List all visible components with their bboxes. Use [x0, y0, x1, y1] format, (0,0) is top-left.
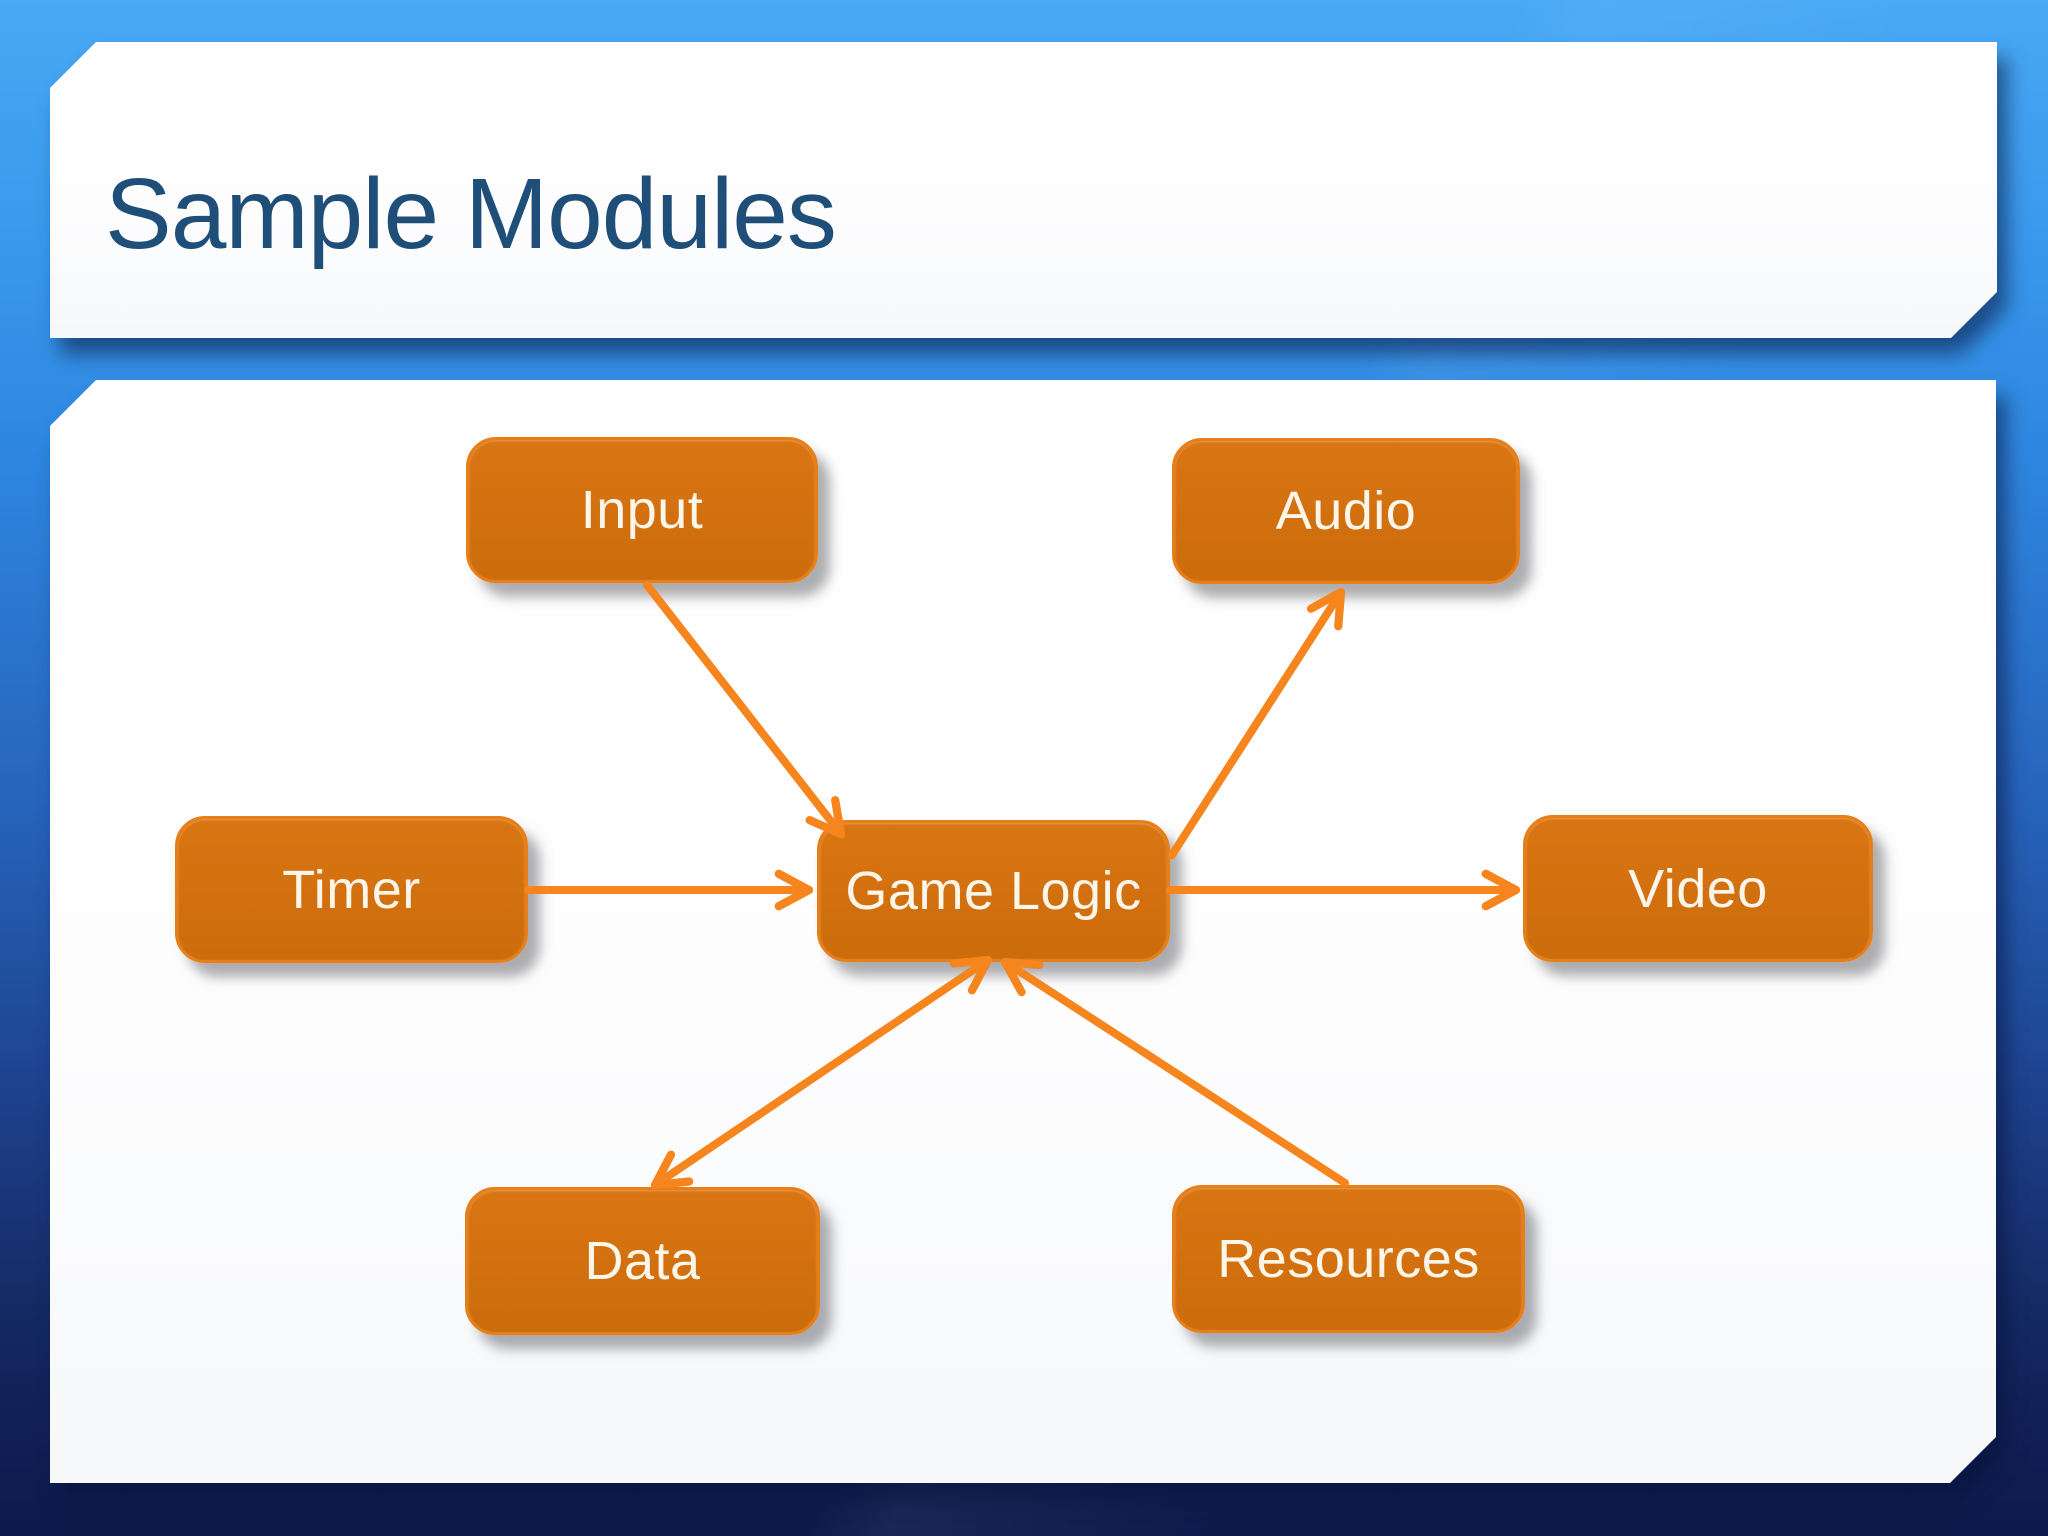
- title-bar: [50, 42, 1997, 338]
- page-title: Sample Modules: [105, 158, 837, 270]
- node-label-audio: Audio: [1275, 481, 1417, 541]
- node-label-video: Video: [1628, 858, 1768, 919]
- node-label-data: Data: [584, 1231, 701, 1291]
- node-data: Data: [465, 1187, 820, 1335]
- node-input: Input: [466, 437, 818, 583]
- node-label-input: Input: [580, 480, 704, 540]
- node-resources: Resources: [1172, 1185, 1525, 1333]
- node-video: Video: [1523, 815, 1873, 962]
- node-audio: Audio: [1172, 438, 1520, 584]
- title-bar-panel: [50, 42, 1997, 338]
- node-label-game_logic: Game Logic: [845, 861, 1142, 921]
- node-label-resources: Resources: [1217, 1229, 1480, 1289]
- node-label-timer: Timer: [282, 859, 421, 920]
- node-game_logic: Game Logic: [817, 820, 1170, 962]
- node-timer: Timer: [175, 816, 528, 963]
